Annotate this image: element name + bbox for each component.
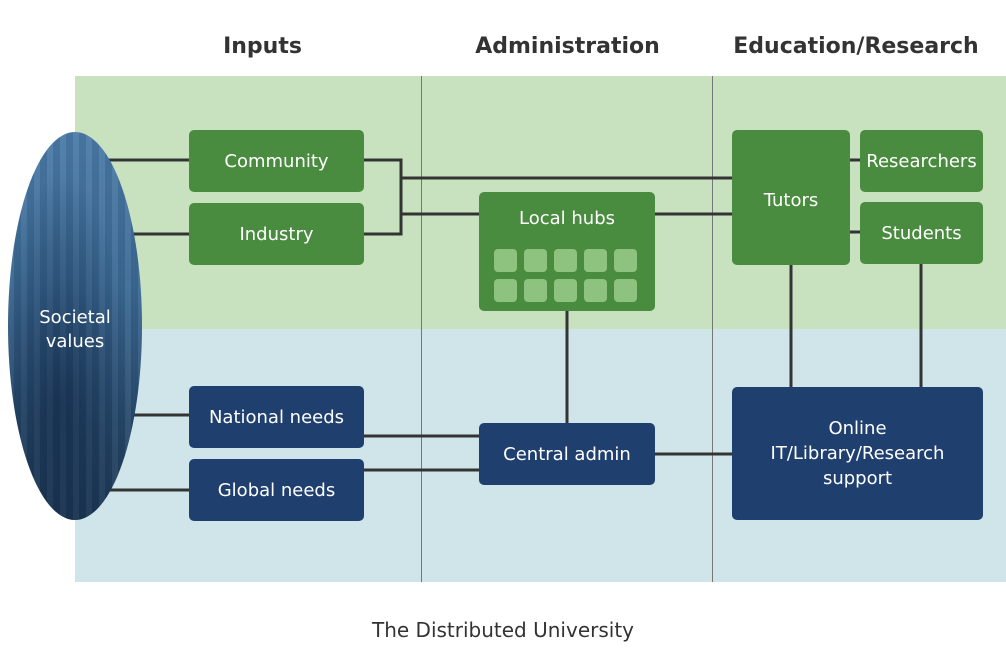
hub-cell <box>614 279 637 302</box>
societal-values-label: Societal values <box>39 307 111 352</box>
hub-cell <box>584 279 607 302</box>
hub-cell <box>494 279 517 302</box>
hub-grid <box>494 249 637 302</box>
column-heading-education-research: Education/Research <box>733 34 979 59</box>
local-hubs-label: Local hubs <box>519 208 615 229</box>
hub-cell <box>554 279 577 302</box>
societal-values-ellipse <box>8 132 142 520</box>
hub-cell <box>524 279 547 302</box>
local-hubs-box: Local hubs <box>479 192 655 311</box>
students-box: Students <box>860 202 983 264</box>
hub-cell <box>584 249 607 272</box>
hub-cell <box>494 249 517 272</box>
column-divider <box>421 76 422 582</box>
column-heading-inputs: Inputs <box>223 34 302 59</box>
community-box: Community <box>189 130 364 192</box>
column-divider <box>712 76 713 582</box>
tutors-label: Tutors <box>763 190 819 211</box>
global-needs-box: Global needs <box>189 459 364 521</box>
diagram-caption: The Distributed University <box>371 618 634 642</box>
column-heading-administration: Administration <box>475 34 660 59</box>
tutors-box: Tutors <box>732 130 850 265</box>
hub-cell <box>524 249 547 272</box>
industry-box: Industry <box>189 203 364 265</box>
national-needs-box: National needs <box>189 386 364 448</box>
hub-cell <box>554 249 577 272</box>
hub-cell <box>614 249 637 272</box>
online-support-box: Online IT/Library/Research support <box>732 387 983 520</box>
researchers-box: Researchers <box>860 130 983 192</box>
central-admin-box: Central admin <box>479 423 655 485</box>
